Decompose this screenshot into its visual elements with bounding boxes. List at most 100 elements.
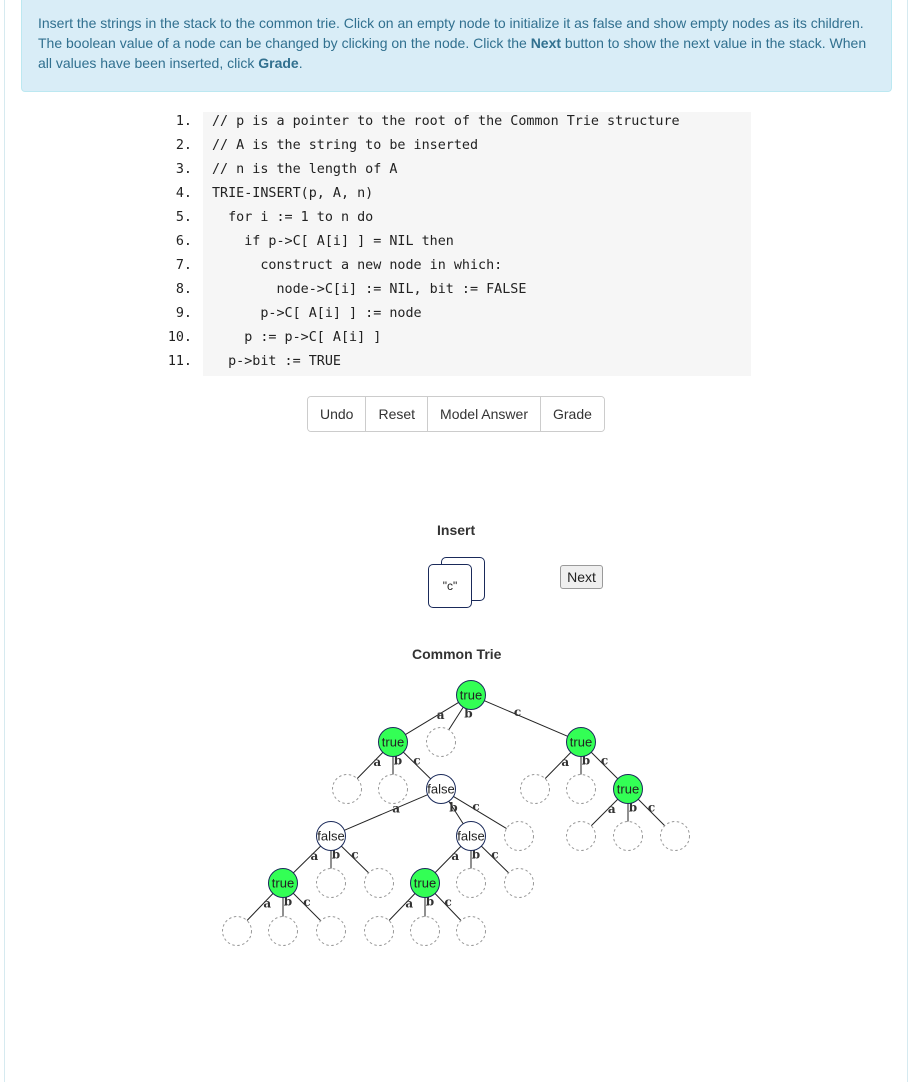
trie-edge bbox=[246, 893, 274, 921]
trie-empty-node[interactable] bbox=[456, 916, 486, 946]
trie-edge-label: c bbox=[351, 847, 358, 861]
insert-label: Insert bbox=[437, 522, 476, 538]
trie-edge-label: a bbox=[310, 849, 318, 863]
line-number: 3. bbox=[175, 162, 192, 177]
trie-empty-node[interactable] bbox=[222, 916, 252, 946]
trie-edge-label: c bbox=[303, 895, 310, 909]
next-button[interactable]: Next bbox=[560, 565, 603, 589]
trie-edge-label: b bbox=[464, 707, 472, 721]
line-text: // p is a pointer to the root of the Com… bbox=[212, 114, 680, 129]
line-text: p->C[ A[i] ] := node bbox=[212, 306, 422, 321]
trie-edge bbox=[448, 706, 464, 731]
trie-empty-node[interactable] bbox=[613, 821, 643, 851]
trie-node-value: true bbox=[414, 876, 436, 891]
model-answer-button[interactable]: Model Answer bbox=[427, 397, 540, 431]
trie-edge-label: a bbox=[405, 897, 413, 911]
trie-edge-label: b bbox=[449, 801, 457, 815]
trie-edge-label: b bbox=[629, 801, 637, 815]
trie-edge bbox=[388, 893, 416, 921]
line-text: // A is the string to be inserted bbox=[212, 138, 479, 153]
trie-edge bbox=[344, 794, 428, 831]
trie-edge bbox=[481, 845, 509, 874]
line-text: // n is the length of A bbox=[212, 162, 398, 177]
line-number: 6. bbox=[175, 234, 192, 249]
trie-edge bbox=[448, 800, 464, 825]
trie-edge-label: a bbox=[392, 802, 400, 816]
undo-button[interactable]: Undo bbox=[308, 397, 366, 431]
code-line-11: 11. p->bit := TRUE bbox=[160, 354, 760, 378]
line-text: for i := 1 to n do bbox=[212, 210, 374, 225]
trie-node-true[interactable] bbox=[268, 868, 298, 898]
trie-empty-node[interactable] bbox=[332, 774, 362, 804]
stack-top-card: "c" bbox=[428, 564, 472, 608]
trie-empty-node[interactable] bbox=[316, 868, 346, 898]
trie-edge bbox=[453, 796, 507, 829]
line-text: node->C[i] := NIL, bit := FALSE bbox=[212, 282, 527, 297]
trie-edge bbox=[434, 893, 462, 921]
trie-edge bbox=[405, 702, 459, 735]
trie-node-value: false bbox=[457, 829, 484, 844]
trie-edge-label: a bbox=[608, 802, 616, 816]
line-text: construct a new node in which: bbox=[212, 258, 503, 273]
trie-edge bbox=[637, 798, 666, 827]
trie-edge-label: a bbox=[561, 755, 569, 769]
trie-empty-node[interactable] bbox=[520, 774, 550, 804]
trie-edge bbox=[403, 751, 431, 780]
trie-edge-label: b bbox=[394, 754, 402, 768]
line-number: 2. bbox=[175, 138, 192, 153]
line-number: 5. bbox=[175, 210, 192, 225]
trie-node-true[interactable] bbox=[566, 727, 596, 757]
line-text: if p->C[ A[i] ] = NIL then bbox=[212, 234, 454, 249]
trie-edge-label: c bbox=[444, 895, 451, 909]
trie-edge-label: b bbox=[426, 895, 434, 909]
trie-empty-node[interactable] bbox=[410, 916, 440, 946]
trie-node-value: true bbox=[617, 782, 639, 797]
trie-edge bbox=[293, 845, 321, 874]
trie-node-false[interactable] bbox=[456, 821, 486, 851]
trie-edge-label: a bbox=[263, 897, 271, 911]
line-text: TRIE-INSERT(p, A, n) bbox=[212, 186, 374, 201]
trie-empty-node[interactable] bbox=[660, 821, 690, 851]
instructions-text-2: button to show the next value in the sta… bbox=[38, 35, 867, 71]
trie-empty-node[interactable] bbox=[504, 821, 534, 851]
code-line-4: 4.TRIE-INSERT(p, A, n) bbox=[160, 186, 760, 210]
trie-node-false[interactable] bbox=[426, 774, 456, 804]
trie-empty-node[interactable] bbox=[378, 774, 408, 804]
reset-button[interactable]: Reset bbox=[365, 397, 428, 431]
trie-edge-label: c bbox=[491, 847, 498, 861]
trie-node-true[interactable] bbox=[456, 680, 486, 710]
code-line-9: 9. p->C[ A[i] ] := node bbox=[160, 306, 760, 330]
line-text: p->bit := TRUE bbox=[212, 354, 341, 369]
trie-edge bbox=[292, 892, 322, 922]
trie-node-true[interactable] bbox=[410, 868, 440, 898]
common-trie-label: Common Trie bbox=[412, 646, 502, 662]
trie-edge-label: b bbox=[472, 848, 480, 862]
trie-edge-label: a bbox=[437, 708, 445, 722]
trie-empty-node[interactable] bbox=[566, 774, 596, 804]
trie-node-value: true bbox=[382, 735, 404, 750]
grade-button[interactable]: Grade bbox=[539, 397, 604, 431]
trie-edge-label: b bbox=[332, 848, 340, 862]
trie-edge-label: c bbox=[472, 800, 479, 814]
line-number: 1. bbox=[175, 114, 192, 129]
trie-edge bbox=[590, 798, 619, 827]
trie-edge-label: a bbox=[451, 849, 459, 863]
trie-node-false[interactable] bbox=[316, 821, 346, 851]
trie-node-true[interactable] bbox=[378, 727, 408, 757]
line-number: 8. bbox=[175, 282, 192, 297]
trie-edge bbox=[544, 752, 572, 779]
instructions-box: Insert the strings in the stack to the c… bbox=[21, 0, 892, 92]
trie-empty-node[interactable] bbox=[364, 916, 394, 946]
trie-node-true[interactable] bbox=[613, 774, 643, 804]
line-number: 10. bbox=[167, 330, 192, 345]
trie-empty-node[interactable] bbox=[566, 821, 596, 851]
trie-empty-node[interactable] bbox=[426, 727, 456, 757]
trie-empty-node[interactable] bbox=[268, 916, 298, 946]
trie-empty-node[interactable] bbox=[316, 916, 346, 946]
trie-node-value: true bbox=[460, 688, 482, 703]
trie-edge-label: c bbox=[514, 705, 521, 719]
action-button-group: Undo Reset Model Answer Grade bbox=[307, 396, 605, 432]
trie-empty-node[interactable] bbox=[364, 868, 394, 898]
trie-empty-node[interactable] bbox=[504, 868, 534, 898]
trie-empty-node[interactable] bbox=[456, 868, 486, 898]
